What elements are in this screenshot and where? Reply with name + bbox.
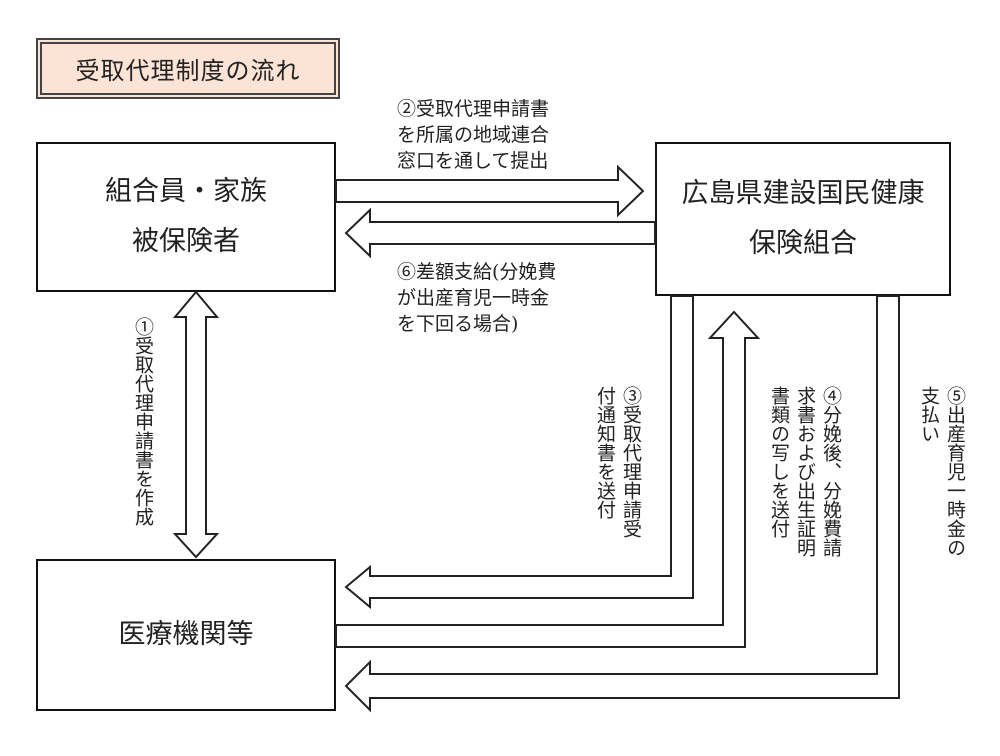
step2-label-line-3: 窓口を通して提出 [397,150,549,172]
member-node-line-2: 被保険者 [132,226,240,257]
step5-label: ⑤出産育児一時金の 支払い [916,386,968,557]
step6-label-line-1: ⑥差額支給(分娩費 [397,261,557,283]
arrow-step1 [172,290,220,559]
step4-label: ④分娩後、分娩費請 求書および出生証明 書類の写しを送付 [766,386,844,557]
step1-label-line-1: ①受取代理申請書を作成 [132,317,154,526]
step4-label-line-2: 求書および出生証明 [794,386,816,557]
step3-label-line-2: 付通知書を送付 [594,386,616,519]
step6-label-line-2: が出産育児一時金 [397,287,550,309]
step6-label: ⑥差額支給(分娩費 が出産育児一時金 を下回る場合) [397,259,556,337]
step5-label-line-1: ⑤出産育児一時金の [944,386,966,557]
step5-label-line-2: 支払い [918,386,940,443]
step1-label: ①受取代理申請書を作成 [130,317,156,526]
member-node: 組合員・家族 被保険者 [36,142,336,292]
union-node-line-1: 広島県建設国民健康 [681,178,925,210]
medical-node-line-1: 医療機関等 [118,619,254,651]
arrow-step6 [344,207,656,259]
step3-label: ③受取代理申請受 付通知書を送付 [592,386,644,538]
step3-label-line-1: ③受取代理申請受 [620,386,642,538]
arrow-step3 [344,295,694,610]
step4-label-line-3: 書類の写しを送付 [768,386,790,538]
step4-label-line-1: ④分娩後、分娩費請 [820,386,842,557]
union-node-line-2: 保険組合 [749,228,857,259]
diagram-title: 受取代理制度の流れ [36,38,340,99]
arrow-step2 [335,164,645,218]
arrow-step4 [335,310,761,648]
arrow-step5 [344,295,900,713]
step2-label-line-1: ②受取代理申請書 [397,98,550,120]
medical-node: 医療機関等 [36,559,336,711]
diagram-title-text: 受取代理制度の流れ [75,57,301,85]
step6-label-line-3: を下回る場合) [397,313,519,335]
step2-label: ②受取代理申請書 を所属の地域連合 窓口を通して提出 [397,96,549,174]
step2-label-line-2: を所属の地域連合 [397,124,550,146]
member-node-line-1: 組合員・家族 [105,176,267,208]
union-node: 広島県建設国民健康 保険組合 [655,142,951,296]
